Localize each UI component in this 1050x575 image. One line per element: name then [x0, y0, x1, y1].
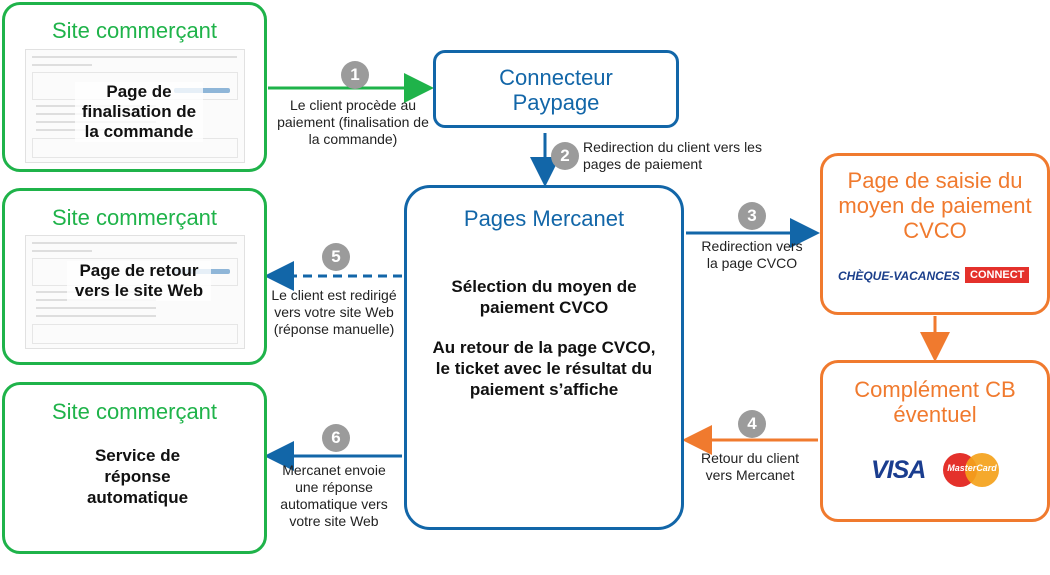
cheque-vacances-text: CHÈQUE-VACANCES [838, 269, 960, 283]
merchant-site-title: Site commerçant [51, 205, 218, 230]
cvco-page-box: Page de saisie du moyen de paiement CVCO… [820, 153, 1050, 315]
merchant-service-label: Service de réponse automatique [86, 446, 189, 507]
step-3-badge: 3 [738, 202, 766, 230]
cheque-vacances-logo: CHÈQUE-VACANCES CONNECT [838, 267, 1033, 287]
mercanet-selection-text: Sélection du moyen de paiement CVCO [451, 277, 637, 317]
step-4-label: Retour du client vers Mercanet [700, 450, 800, 483]
visa-logo: VISA [871, 456, 926, 484]
step-2-badge: 2 [551, 142, 579, 170]
cb-complement-title: Complément CB éventuel [854, 377, 1016, 427]
step-5-label: Le client est redirigé vers votre site W… [271, 287, 397, 337]
merchant-page-label: Page de retour vers le site Web [67, 261, 211, 301]
mercanet-box: Pages Mercanet Sélection du moyen de pai… [404, 185, 684, 530]
step-2-label: Redirection du client vers les pages de … [583, 139, 762, 172]
step-1-badge: 1 [341, 61, 369, 89]
merchant-site-title: Site commerçant [51, 399, 218, 424]
merchant-page-label: Page de finalisation de la commande [75, 82, 203, 142]
merchant-site-box-2: Site commerçant Page de retour vers le s… [2, 188, 267, 365]
step-6-label: Mercanet envoie une réponse automatique … [280, 462, 388, 529]
connector-title: Connecteur Paypage [499, 65, 613, 115]
step-4-badge: 4 [738, 410, 766, 438]
cb-complement-box: Complément CB éventuel VISA MasterCard [820, 360, 1050, 522]
step-1-label: Le client procède au paiement (finalisat… [277, 97, 429, 147]
step-5-badge: 5 [322, 243, 350, 271]
mastercard-text: MasterCard [947, 463, 997, 473]
connector-box: Connecteur Paypage [433, 50, 679, 128]
cvco-page-title: Page de saisie du moyen de paiement CVCO [838, 168, 1032, 243]
merchant-site-title: Site commerçant [51, 18, 218, 43]
mercanet-return-text: Au retour de la page CVCO, le ticket ave… [432, 338, 656, 399]
step-3-label: Redirection vers la page CVCO [701, 238, 803, 271]
connect-badge: CONNECT [965, 267, 1030, 283]
merchant-site-box-3: Site commerçant Service de réponse autom… [2, 382, 267, 554]
mastercard-logo: MasterCard [943, 453, 1001, 487]
step-6-badge: 6 [322, 424, 350, 452]
mercanet-title: Pages Mercanet [463, 206, 625, 231]
merchant-site-box-1: Site commerçant Page de finalisation de … [2, 2, 267, 172]
